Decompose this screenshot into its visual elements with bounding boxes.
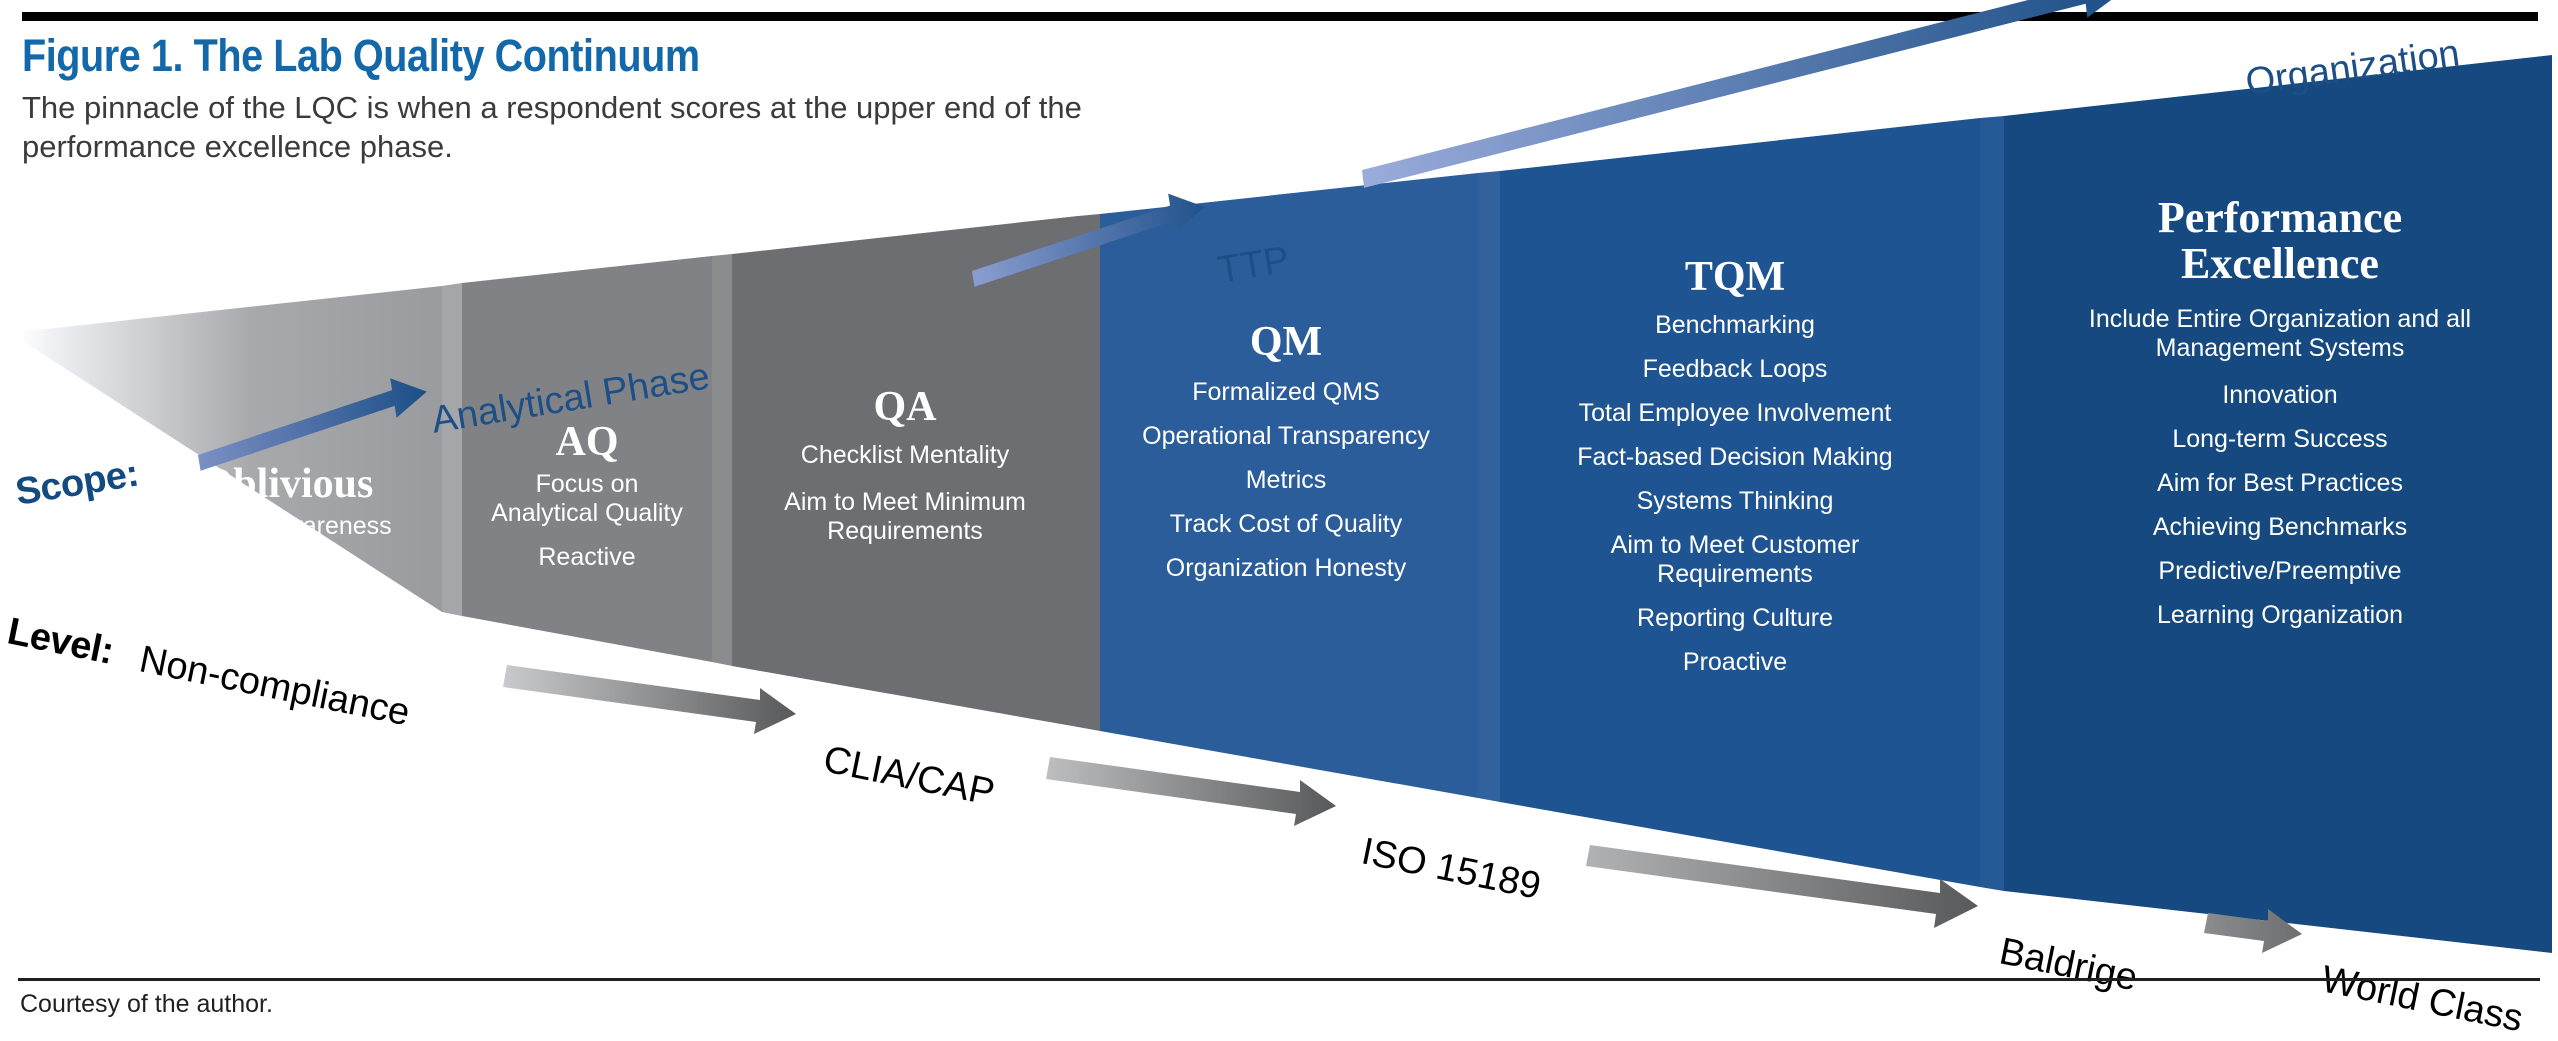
scope-arrow-organization	[1362, 0, 2125, 188]
stage-band-tqm	[1478, 118, 1980, 887]
stage-item: Metrics	[1245, 466, 1327, 495]
stage-heading-performance-excellence: Performance Excellence	[2157, 193, 2403, 289]
scope-arrow-ttp	[972, 193, 1205, 287]
stage-item: Track Cost of Quality	[1169, 510, 1403, 539]
stage-item: Proactive	[1682, 648, 1788, 677]
credit-rule	[18, 978, 2540, 981]
stage-column-aq: AQ Focus on Analytical Quality Reactive	[460, 420, 714, 572]
stage-item: Reactive	[538, 543, 636, 572]
stage-heading-oblivious: Oblivious	[200, 461, 374, 507]
stage-item: Lack of Awareness	[182, 512, 392, 541]
stage-item: Include Entire Organization and all Mana…	[2088, 305, 2472, 363]
stage-item: Achieving Benchmarks	[2152, 513, 2408, 542]
stage-band-performance-excellence	[1980, 55, 2552, 953]
stage-heading-tqm: TQM	[1684, 254, 1786, 300]
stage-item: Organization Honesty	[1165, 554, 1407, 583]
stage-item: Feedback Loops	[1642, 355, 1828, 384]
top-rule	[22, 12, 2538, 21]
stage-column-qa: QA Checklist Mentality Aim to Meet Minim…	[730, 385, 1080, 546]
stage-item: Reporting Culture	[1637, 604, 1833, 633]
stage-item: Systems Thinking	[1636, 487, 1834, 516]
figure-subtitle: The pinnacle of the LQC is when a respon…	[22, 90, 1082, 165]
stage-item: Fact-based Decision Making	[1577, 443, 1893, 472]
stage-column-oblivious: Oblivious Lack of Awareness	[142, 462, 432, 541]
stage-item: Long-term Success	[2172, 425, 2388, 454]
level-arrow-iso-15189	[1046, 757, 1336, 826]
stage-item: Benchmarking	[1655, 311, 1815, 340]
scope-arrow-analytical-phase	[198, 378, 427, 471]
stage-heading-aq: AQ	[555, 419, 619, 465]
stage-item: Checklist Mentality	[800, 441, 1010, 470]
stage-item: Formalized QMS	[1192, 378, 1380, 407]
stage-column-tqm: TQM Benchmarking Feedback Loops Total Em…	[1490, 255, 1980, 677]
level-arrow-baldrige	[1586, 845, 1978, 928]
stage-item: Learning Organization	[2157, 601, 2403, 630]
stage-item: Aim for Best Practices	[2157, 469, 2403, 498]
stage-item: Focus on	[535, 470, 639, 499]
page-title: Figure 1. The Lab Quality Continuum	[22, 30, 700, 81]
stage-item: Aim to Meet Minimum Requirements	[784, 488, 1026, 546]
stage-heading-qa: QA	[873, 384, 937, 430]
stage-item: Operational Transparency	[1142, 422, 1430, 451]
stage-item: Innovation	[2222, 381, 2338, 410]
stage-band-qa	[712, 216, 1078, 727]
stage-band-qm	[1078, 173, 1478, 798]
stage-item: Total Employee Involvement	[1578, 399, 1892, 428]
stage-band-aq	[442, 256, 712, 662]
stage-item: Analytical Quality	[491, 499, 683, 528]
stage-item: Predictive/Preemptive	[2158, 557, 2402, 586]
stage-heading-qm: QM	[1249, 319, 1323, 365]
stage-column-qm: QM Formalized QMS Operational Transparen…	[1090, 320, 1482, 583]
stage-column-performance-excellence: Performance Excellence Include Entire Or…	[2010, 193, 2550, 630]
credit-text: Courtesy of the author.	[20, 990, 273, 1018]
stage-item: Aim to Meet Customer Requirements	[1610, 531, 1860, 589]
level-arrow-clia-cap	[503, 665, 796, 734]
level-arrow-world-class	[2204, 909, 2302, 953]
